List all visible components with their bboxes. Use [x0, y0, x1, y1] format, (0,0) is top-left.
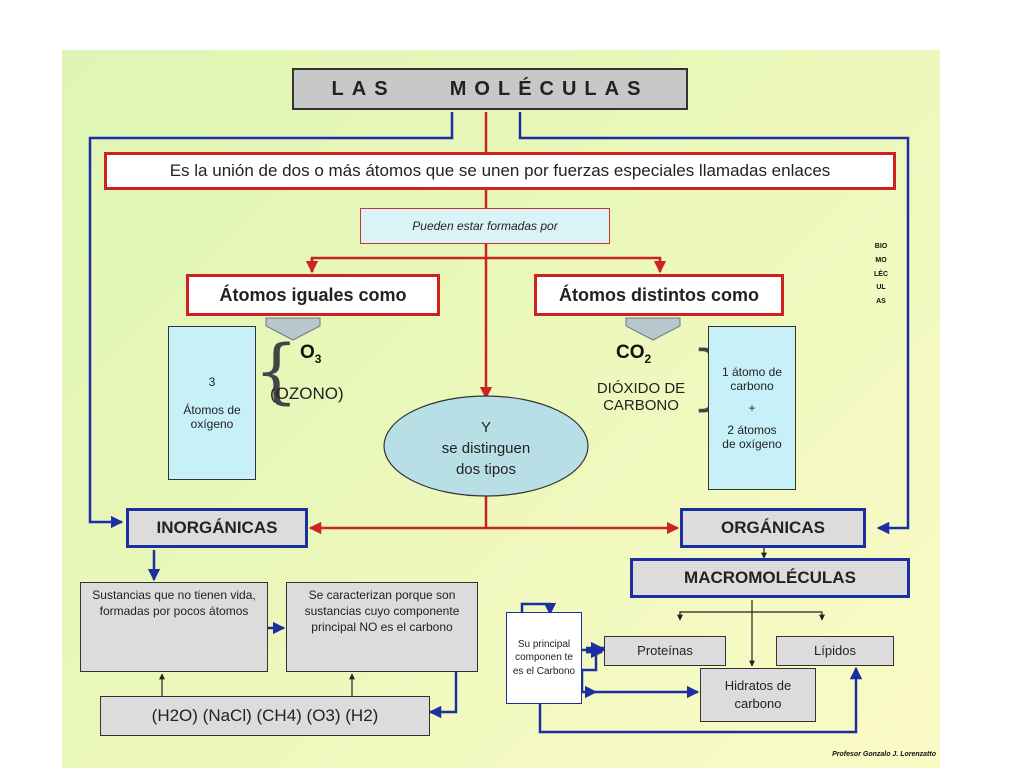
ozone-atom-count: 3 [208, 375, 216, 389]
ozone-formula: O3 [300, 342, 322, 366]
macromoleculas-label: MACROMOLÉCULAS [630, 558, 910, 598]
co2-formula: CO2 [616, 342, 652, 366]
ozone-atom-desc: Átomos de oxígeno [183, 403, 241, 431]
definition-box: Es la unión de dos o más átomos que se u… [104, 152, 896, 190]
biomoleculas-vertical-label: BIOMOLÉCULAS [874, 243, 888, 306]
slide: LAS MOLÉCULAS Es la unión de dos o más á… [62, 50, 940, 768]
hidratos-box: Hidratos de carbono [700, 668, 816, 722]
connector-lines [88, 112, 910, 734]
su-principal-box: Su principal componen te es el Carbono [506, 612, 582, 704]
organicas-label: ORGÁNICAS [680, 508, 866, 548]
inorganicas-desc2: Se caracterizan porque son sustancias cu… [286, 582, 478, 672]
inorganicas-label: INORGÁNICAS [126, 508, 308, 548]
co2-atoms-box: 1 átomo de carbono + 2 átomos de oxígeno [708, 326, 796, 490]
page-title: LAS MOLÉCULAS [292, 68, 688, 110]
lipidos-box: Lípidos [776, 636, 894, 666]
proteinas-box: Proteínas [604, 636, 726, 666]
inorganicas-examples: (H2O) (NaCl) (CH4) (O3) (H2) [100, 696, 430, 736]
ozone-atoms-box: 3 Átomos de oxígeno [168, 326, 256, 480]
left-brace: { [254, 330, 299, 412]
atomos-distintos-header: Átomos distintos como [534, 274, 784, 316]
oval-shape [383, 395, 589, 497]
inorganicas-desc1: Sustancias que no tienen vida, formadas … [80, 582, 268, 672]
ozone-name: (OZONO) [270, 384, 344, 403]
credit-text: Profesor Gonzalo J. Lorenzatto [832, 751, 936, 758]
pueden-box: Pueden estar formadas por [360, 208, 610, 244]
atomos-iguales-header: Átomos iguales como [186, 274, 440, 316]
co2-name: DIÓXIDO DE CARBONO [596, 380, 686, 414]
oval-text: Y se distinguen dos tipos [441, 418, 531, 478]
